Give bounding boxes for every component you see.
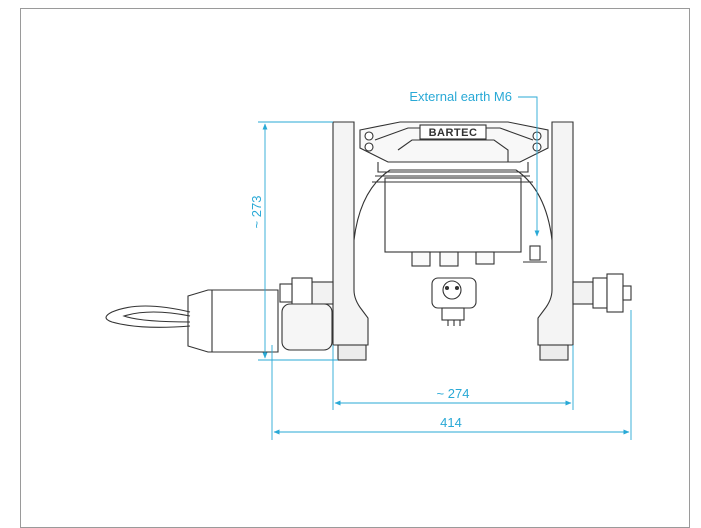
brand-plate [419, 124, 487, 140]
cable-loop [105, 305, 191, 328]
height-label: ~ 273 [249, 196, 264, 229]
earth-leader-line [518, 96, 540, 237]
device-outline [105, 121, 632, 361]
brand-label: BARTEC [429, 127, 478, 139]
left-foot [337, 344, 367, 361]
frame-arch [353, 169, 553, 241]
total-width-label: 414 [440, 415, 462, 430]
drawing-frame [20, 8, 690, 528]
bottom-connector [431, 277, 477, 309]
inner-width-label: ~ 274 [437, 386, 470, 401]
central-enclosure [384, 177, 522, 253]
earth-label: External earth M6 [409, 89, 512, 104]
technical-drawing: BARTEC ~ 273 ~ 274 414 External earth M6 [105, 89, 632, 440]
left-cylinder [281, 303, 333, 351]
top-handle [359, 121, 549, 163]
left-leg [332, 121, 369, 346]
right-foot [539, 344, 569, 361]
earth-bolt [529, 245, 541, 261]
right-leg [537, 121, 574, 346]
dimensions [258, 96, 632, 440]
